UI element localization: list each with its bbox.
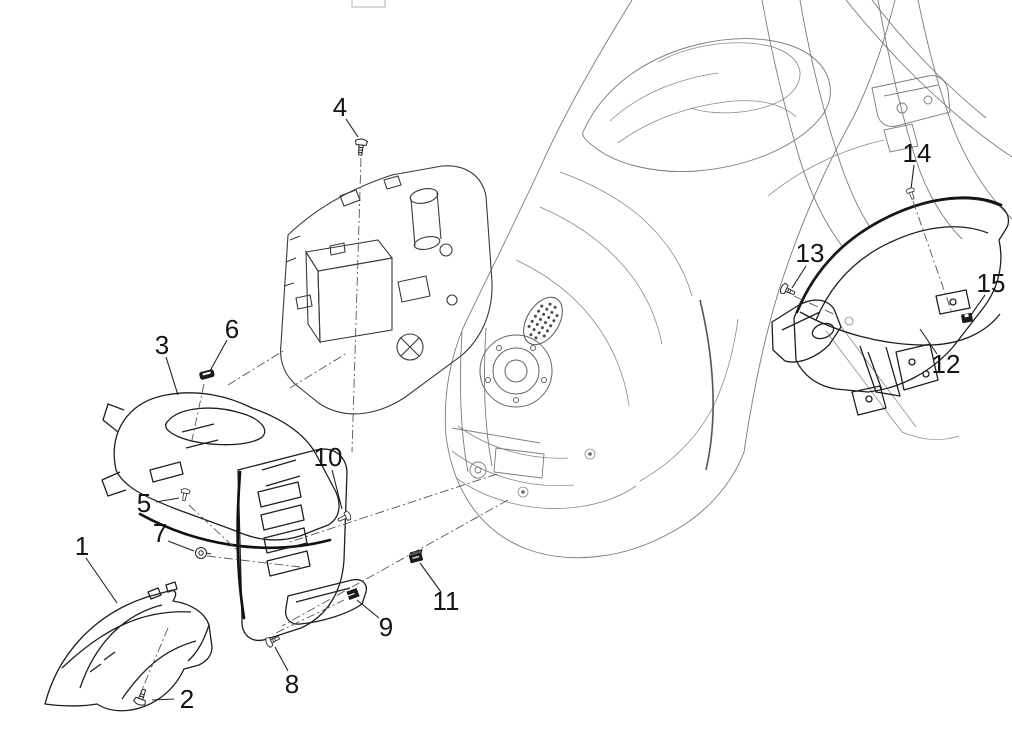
callout-11: 11 — [433, 586, 460, 616]
callout-10: 10 — [314, 442, 343, 472]
alignment-lines — [140, 157, 953, 693]
clip-icon-9 — [346, 588, 360, 600]
callout-2: 2 — [180, 684, 194, 714]
frame-part — [451, 327, 545, 479]
screw-icon-14 — [905, 187, 915, 200]
fuel-cap — [479, 334, 553, 408]
grommet-icon-6 — [199, 369, 215, 380]
callout-14: 14 — [903, 138, 932, 168]
callout-7: 7 — [153, 518, 167, 548]
screw-icon-8 — [265, 635, 281, 648]
front-fender-part — [44, 581, 213, 712]
rivet-icon-7 — [195, 547, 212, 559]
front-fork — [845, 0, 1012, 240]
screw-icon-10 — [337, 510, 352, 522]
nut-icon-11 — [408, 549, 424, 564]
rear-mudguard-part — [771, 196, 1010, 416]
callout-4: 4 — [333, 92, 347, 122]
callout-8: 8 — [285, 669, 299, 699]
screw-icon-13 — [780, 282, 796, 296]
callout-5: 5 — [137, 488, 151, 518]
callout-13: 13 — [796, 238, 825, 268]
scooter-body — [444, 0, 1012, 559]
callout-3: 3 — [155, 330, 169, 360]
callout-1: 1 — [75, 531, 89, 561]
screw-icon-5 — [180, 488, 191, 502]
screw-icon-4 — [354, 138, 369, 156]
leader-lines — [85, 118, 986, 701]
callout-15: 15 — [977, 268, 1006, 298]
splash-guard-part — [101, 392, 368, 641]
clip-icon-15 — [961, 312, 973, 324]
callout-9: 9 — [379, 612, 393, 642]
callout-6: 6 — [225, 314, 239, 344]
screw-icon-2 — [133, 688, 147, 706]
cropped-ui-fragment — [351, 0, 386, 8]
inner-panel-part — [280, 165, 493, 415]
callout-12: 12 — [932, 349, 961, 379]
hardware-icons — [133, 138, 973, 706]
grille — [523, 296, 563, 346]
